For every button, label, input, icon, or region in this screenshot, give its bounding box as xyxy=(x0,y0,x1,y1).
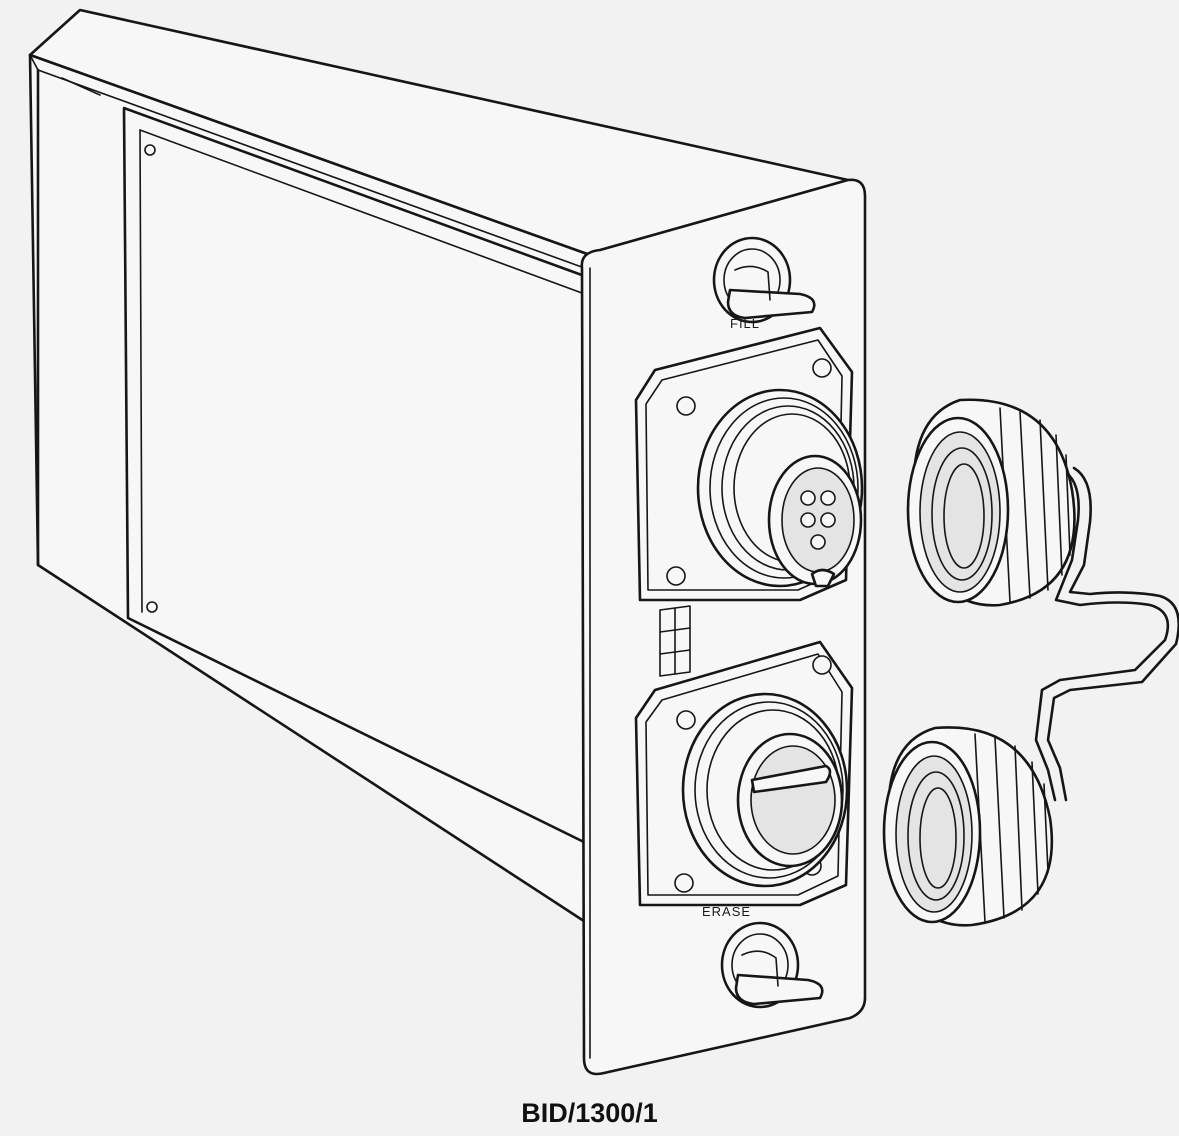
front-panel xyxy=(580,178,867,1076)
lower-flange-screw-1 xyxy=(812,655,832,675)
fill-switch xyxy=(712,236,816,324)
pin-5 xyxy=(810,534,826,550)
upper-flange-screw-2 xyxy=(676,396,696,416)
pin-2 xyxy=(820,490,836,506)
pin-1 xyxy=(800,490,816,506)
upper-flange-screw-1 xyxy=(812,358,832,378)
lower-flange-screw-2 xyxy=(676,710,696,730)
lower-flange-screw-3 xyxy=(674,873,694,893)
figure-caption: BID/1300/1 xyxy=(521,1098,658,1128)
label-window xyxy=(659,605,691,677)
cover-screw-top xyxy=(144,144,156,156)
cover-screw-bottom xyxy=(146,601,158,613)
cap-tether xyxy=(1034,466,1179,802)
upper-dust-cap xyxy=(906,398,1076,607)
pin-3 xyxy=(800,512,816,528)
unit-body xyxy=(28,8,850,927)
fill-label: FILL xyxy=(730,316,760,331)
upper-flange-screw-3 xyxy=(666,566,686,586)
pin-4 xyxy=(820,512,836,528)
upper-connector xyxy=(634,326,864,602)
erase-switch xyxy=(720,921,824,1009)
erase-label: ERASE xyxy=(702,904,751,919)
lower-dust-cap xyxy=(882,726,1054,927)
lower-connector xyxy=(634,640,854,907)
